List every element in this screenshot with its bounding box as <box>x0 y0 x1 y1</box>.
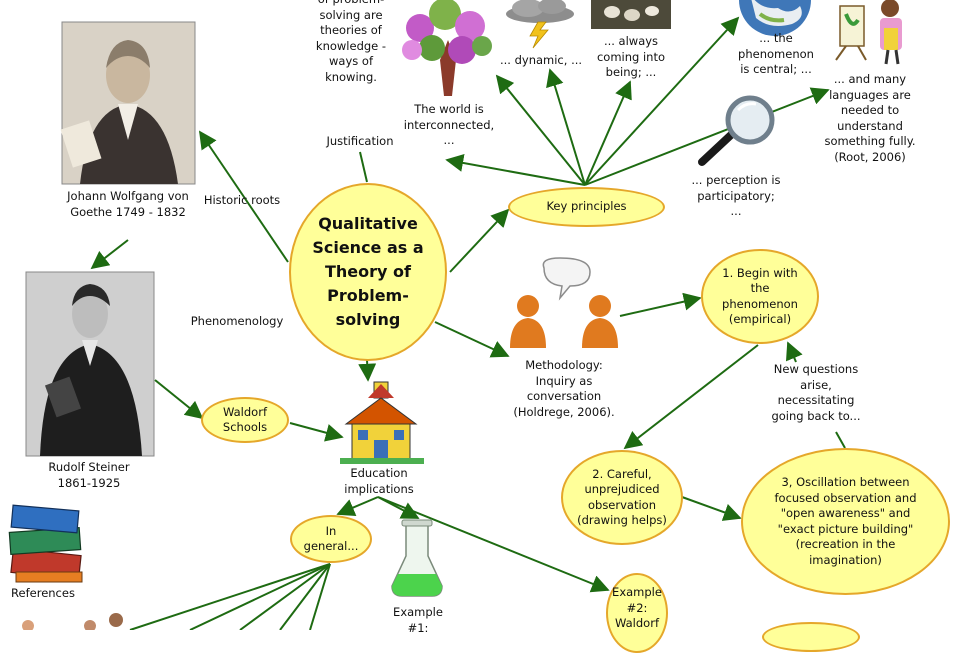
methodology-label: Methodology: Inquiry as conversation (Ho… <box>513 358 615 419</box>
key-principles-text: Key principles <box>546 199 627 214</box>
link-kp-phenomenon <box>584 80 632 186</box>
phenomenon-central-label: ... the phenomenon is central; ... <box>738 31 814 76</box>
perception-label: ... perception is participatory; ... <box>691 173 781 218</box>
link-kp-perception <box>584 87 830 186</box>
coming-into-being-label: ... always coming into being; ... <box>596 34 666 79</box>
example2-node[interactable]: Example #2: Waldorf <box>606 573 668 653</box>
steiner-portrait <box>25 271 155 457</box>
education-implications-label: Education implications <box>344 466 414 496</box>
theories-label: of problem-solving are theories of knowl… <box>315 0 387 84</box>
concept-map-canvas <box>8 0 902 630</box>
link-kp-dynamic <box>495 74 586 186</box>
begin-phenomenon-node[interactable]: 1. Begin with the phenomenon (empirical) <box>701 249 819 344</box>
link-general-3 <box>239 563 331 630</box>
justification-label: Justification <box>326 134 394 148</box>
interconnected-label: The world is interconnected, ... <box>403 102 495 147</box>
link-general-5 <box>309 563 331 630</box>
connector-lines <box>90 16 846 630</box>
conversation-icon <box>510 257 618 348</box>
new-questions-label: New questions arise, necessitating going… <box>771 362 861 423</box>
books-icon <box>8 504 83 583</box>
oscillation-text: 3, Oscillation between focused observati… <box>774 475 917 567</box>
link-begin-careful <box>623 344 759 450</box>
partial-node-bottom-right <box>762 622 860 652</box>
link-key-principles <box>449 208 510 273</box>
schoolhouse-icon <box>340 381 424 464</box>
careful-observation-text: 2. Careful, unprejudiced observation (dr… <box>577 466 667 528</box>
central-topic-node[interactable]: Qualitative Science as a Theory of Probl… <box>289 183 447 361</box>
link-begin <box>619 292 702 317</box>
link-historic-roots <box>198 130 289 263</box>
goethe-portrait <box>60 21 196 185</box>
central-topic-text: Qualitative Science as a Theory of Probl… <box>312 214 424 329</box>
dynamic-label: ... dynamic, ... <box>499 53 583 67</box>
goethe-caption: Johann Wolfgang von Goethe 1749 - 1832 <box>67 189 189 219</box>
painter-illustration <box>835 0 902 65</box>
historic-roots-label: Historic roots <box>203 193 281 207</box>
references-label[interactable]: References <box>11 586 75 600</box>
earth-globe-icon <box>739 0 811 36</box>
tree-illustration <box>402 0 492 96</box>
nest-photo <box>591 0 671 29</box>
link-kp-coming <box>546 68 586 186</box>
bottom-figures <box>22 613 123 630</box>
link-education-general <box>336 496 379 516</box>
link-central-education <box>358 359 377 382</box>
waldorf-schools-text: Waldorf Schools <box>222 404 268 435</box>
flask-icon <box>391 519 443 597</box>
link-methodology <box>434 321 510 358</box>
link-general-1 <box>129 563 331 630</box>
link-goethe-steiner <box>90 239 129 270</box>
link-careful-oscillation <box>681 496 742 521</box>
storm-cloud-icon <box>506 0 574 49</box>
begin-phenomenon-text: 1. Begin with the phenomenon (empirical) <box>722 265 798 327</box>
careful-observation-node[interactable]: 2. Careful, unprejudiced observation (dr… <box>561 450 683 545</box>
waldorf-schools-node[interactable]: Waldorf Schools <box>201 397 289 443</box>
link-central-justification <box>359 151 368 183</box>
link-education-example2 <box>377 496 610 593</box>
magnifying-glass-icon <box>698 95 775 166</box>
in-general-text: In general... <box>303 523 359 554</box>
key-principles-node[interactable]: Key principles <box>508 187 665 227</box>
in-general-node[interactable]: In general... <box>290 515 372 563</box>
steiner-caption: Rudolf Steiner 1861-1925 <box>48 460 130 490</box>
link-waldorf-education <box>289 422 344 442</box>
link-general-4 <box>279 563 331 630</box>
link-general-2 <box>189 563 331 630</box>
example2-text: Example #2: Waldorf <box>612 585 662 630</box>
phenomenology-label: Phenomenology <box>190 314 284 328</box>
link-questions-begin <box>785 341 803 363</box>
languages-label: ... and many languages are needed to und… <box>824 72 916 164</box>
example1-label: Example #1: <box>393 605 443 635</box>
link-kp-languages <box>584 16 740 186</box>
link-steiner-waldorf <box>154 379 204 420</box>
oscillation-node[interactable]: 3, Oscillation between focused observati… <box>741 448 950 595</box>
link-oscillation-questions <box>835 431 846 449</box>
link-kp-interconnected <box>445 154 586 186</box>
